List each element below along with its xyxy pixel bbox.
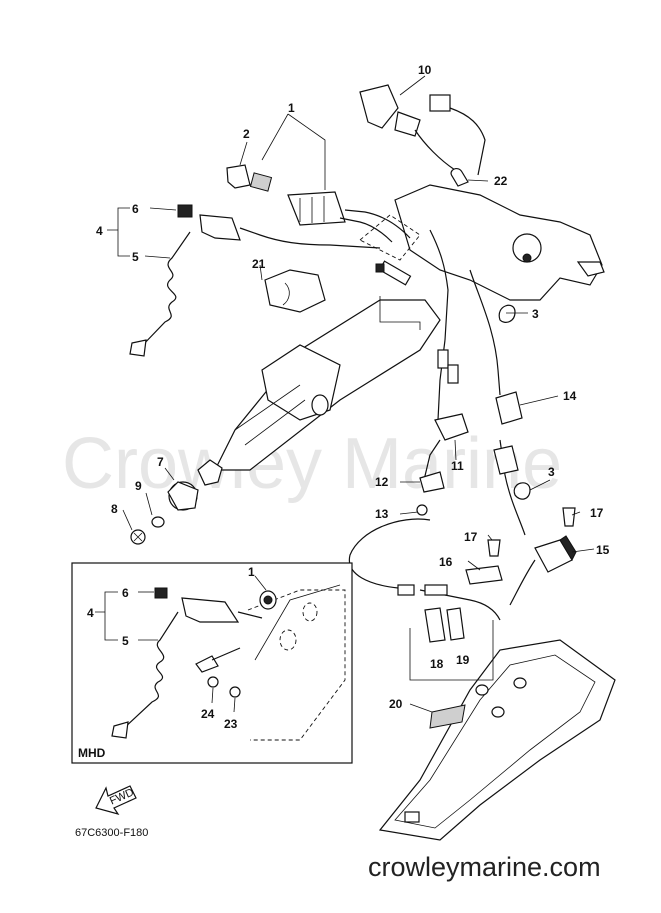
callout-12: 12 <box>375 475 389 489</box>
part-22-clamp <box>450 168 469 187</box>
watermark: Crowley Marine <box>62 424 562 504</box>
part-19-band <box>446 607 465 641</box>
part-9-washer <box>151 516 165 528</box>
callout-6: 6 <box>132 202 139 216</box>
part-20-label <box>429 704 466 729</box>
steering-handle <box>197 299 441 486</box>
part-2-cap <box>226 164 273 192</box>
part-10-connector <box>359 84 486 176</box>
inset-callout-6: 6 <box>122 586 129 600</box>
drawing-code: 67C6300-F180 <box>75 827 148 839</box>
inset-label: MHD <box>78 746 106 760</box>
callout-10: 10 <box>418 63 432 77</box>
callouts: 1 2 3 3 4 5 6 7 8 9 10 11 12 13 14 15 16… <box>87 63 610 731</box>
footer-site-url: crowleymarine.com <box>368 852 601 882</box>
part-18-band <box>424 607 446 643</box>
bottom-cowling <box>378 639 616 841</box>
part-7-grip <box>167 481 199 511</box>
fwd-arrow-icon: FWD <box>95 785 137 816</box>
callout-4: 4 <box>96 224 103 238</box>
callout-16: 16 <box>439 555 453 569</box>
callout-20: 20 <box>389 697 403 711</box>
callout-11: 11 <box>451 459 464 473</box>
inset-callout-5: 5 <box>122 634 129 648</box>
callout-14: 14 <box>563 389 577 403</box>
part-1-main-switch <box>287 191 411 243</box>
callout-22: 22 <box>494 174 508 188</box>
inset-callout-24: 24 <box>201 707 215 721</box>
callout-17: 17 <box>590 506 604 520</box>
callout-9: 9 <box>135 479 142 493</box>
part-21-cover <box>264 269 326 313</box>
callout-7: 7 <box>157 455 164 469</box>
leader-lines <box>107 75 595 713</box>
callout-21: 21 <box>252 257 266 271</box>
callout-1: 1 <box>288 101 295 115</box>
inset-callout-4: 4 <box>87 606 94 620</box>
part-15-relay <box>534 535 577 573</box>
part-4-stop-switch <box>177 204 381 249</box>
callout-2: 2 <box>243 127 250 141</box>
callout-5: 5 <box>132 250 139 264</box>
part-14-coupler <box>493 391 523 475</box>
part-17-screw <box>487 507 576 557</box>
wiring-harness <box>348 229 536 621</box>
part-16-holder <box>465 565 503 585</box>
part-12-plate <box>419 471 445 493</box>
callout-3: 3 <box>532 307 539 321</box>
mhd-inset: MHD <box>71 562 353 764</box>
callout-8: 8 <box>111 502 118 516</box>
inset-callout-23: 23 <box>224 717 238 731</box>
callout-17: 17 <box>464 530 478 544</box>
callout-13: 13 <box>375 507 389 521</box>
part-8-screw <box>130 529 146 545</box>
part-13-screw <box>416 504 428 516</box>
callout-19: 19 <box>456 653 470 667</box>
callout-15: 15 <box>596 543 610 557</box>
callout-3: 3 <box>548 465 555 479</box>
bracket-housing <box>359 184 605 301</box>
part-5-lanyard-cord <box>129 231 191 357</box>
inset-callout-1: 1 <box>248 565 255 579</box>
part-11-sensor <box>423 349 469 481</box>
callout-18: 18 <box>430 657 444 671</box>
